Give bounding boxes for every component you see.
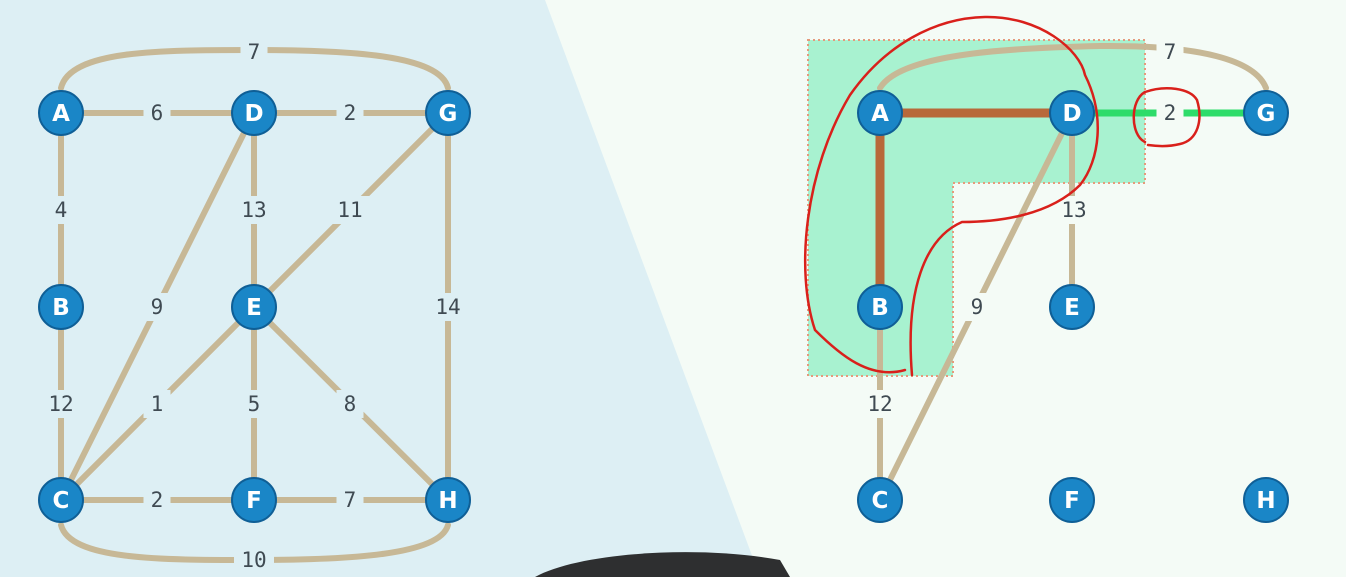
left-graph-edge-labels: 7 6 2 4 13 11 9 14 12 1 5 8 2 7 10 [41, 38, 468, 574]
right-node-label: G [1257, 101, 1276, 127]
left-edge-label-bg [41, 390, 81, 418]
left-edge-label-bg [234, 196, 274, 224]
left-edge-weight-c-f: 2 [151, 488, 164, 512]
left-edge-label-bg [143, 486, 171, 514]
left-node-a: A [38, 90, 84, 136]
left-node-circle [231, 284, 277, 330]
left-edge-weight-a-d: 6 [151, 101, 164, 125]
left-edge-label-bg [234, 546, 274, 574]
right-node-label: C [872, 488, 889, 514]
right-node-a: A [857, 90, 903, 136]
right-node-circle [857, 284, 903, 330]
right-node-circle [1243, 90, 1289, 136]
left-background [0, 0, 760, 577]
right-node-g: G [1243, 90, 1289, 136]
left-edge-weight-b-c: 12 [48, 392, 73, 416]
right-node-circle [1243, 477, 1289, 523]
right-graph-edge-labels: 7 2 13 9 12 [860, 38, 1184, 418]
right-node-h: H [1243, 477, 1289, 523]
left-node-label: C [53, 488, 70, 514]
left-node-label: D [244, 101, 263, 127]
right-node-label: D [1062, 101, 1081, 127]
left-node-g: G [425, 90, 471, 136]
left-edge-label-bg [240, 390, 268, 418]
annotation-circle [1132, 87, 1201, 148]
right-graph-nodes: A D G B E C F H [857, 90, 1289, 523]
right-edge-label-bg [1156, 38, 1184, 66]
left-edge-label-bg [336, 390, 364, 418]
left-node-label: G [439, 101, 458, 127]
right-edge-weight-d-c: 9 [971, 295, 984, 319]
right-edge-label-bg [860, 390, 900, 418]
left-node-e: E [231, 284, 277, 330]
dark-object [535, 552, 790, 577]
left-node-circle [38, 477, 84, 523]
right-node-circle [857, 90, 903, 136]
left-edge-label-bg [47, 196, 75, 224]
right-edge-weight-b-c: 12 [867, 392, 892, 416]
left-edge-weight-g-h: 14 [435, 295, 460, 319]
left-edge-label-bg [330, 196, 370, 224]
right-edge-weight-d-e: 13 [1061, 198, 1086, 222]
left-edge-label-bg [143, 99, 171, 127]
right-node-circle [1049, 284, 1095, 330]
left-edge-weight-d-e: 13 [241, 198, 266, 222]
left-node-circle [425, 477, 471, 523]
left-edge-weight-d-g: 2 [344, 101, 357, 125]
right-node-c: C [857, 477, 903, 523]
right-node-label: E [1064, 295, 1080, 321]
left-edge-label-bg [336, 486, 364, 514]
left-edge-weight-g-e: 11 [337, 198, 362, 222]
left-node-label: E [246, 295, 262, 321]
left-node-label: H [438, 488, 457, 514]
right-edge-weight-a-g: 7 [1164, 40, 1177, 64]
right-node-circle [1049, 477, 1095, 523]
left-edge-label-bg [336, 99, 364, 127]
left-node-label: F [246, 488, 262, 514]
left-node-b: B [38, 284, 84, 330]
left-node-circle [231, 90, 277, 136]
left-node-f: F [231, 477, 277, 523]
right-edge-label-bg [1156, 99, 1184, 127]
right-node-circle [857, 477, 903, 523]
right-node-b: B [857, 284, 903, 330]
left-graph-nodes: A D G B E C F H [38, 90, 471, 523]
right-node-e: E [1049, 284, 1095, 330]
left-edge-weight-f-h: 7 [344, 488, 357, 512]
right-node-label: B [871, 295, 889, 321]
left-node-circle [38, 284, 84, 330]
left-node-circle [425, 90, 471, 136]
left-edge-weight-e-f: 5 [248, 392, 261, 416]
left-node-d: D [231, 90, 277, 136]
left-edge-label-bg [143, 293, 171, 321]
right-node-circle [1049, 90, 1095, 136]
left-node-circle [38, 90, 84, 136]
right-edge-a-g [877, 42, 1269, 91]
left-edge-label-bg [240, 38, 268, 66]
right-edge-weight-d-g: 2 [1164, 101, 1177, 125]
annotation-loop [803, 15, 1099, 377]
left-edge-weight-c-h: 10 [241, 548, 266, 572]
right-node-label: H [1256, 488, 1275, 514]
right-node-f: F [1049, 477, 1095, 523]
right-node-d: D [1049, 90, 1095, 136]
left-node-h: H [425, 477, 471, 523]
left-node-label: A [52, 101, 70, 127]
right-node-label: A [871, 101, 889, 127]
left-edge-weight-d-c: 9 [151, 295, 164, 319]
left-node-circle [231, 477, 277, 523]
left-edge-weight-a-g: 7 [248, 40, 261, 64]
left-node-label: B [52, 295, 70, 321]
left-node-c: C [38, 477, 84, 523]
left-edge-weight-a-b: 4 [55, 198, 68, 222]
left-edge-label-bg [428, 293, 468, 321]
left-edge-weight-e-h: 8 [344, 392, 357, 416]
right-node-label: F [1064, 488, 1080, 514]
left-edge-label-bg [143, 390, 171, 418]
right-edge-label-bg [963, 293, 991, 321]
left-edge-weight-e-c: 1 [151, 392, 164, 416]
